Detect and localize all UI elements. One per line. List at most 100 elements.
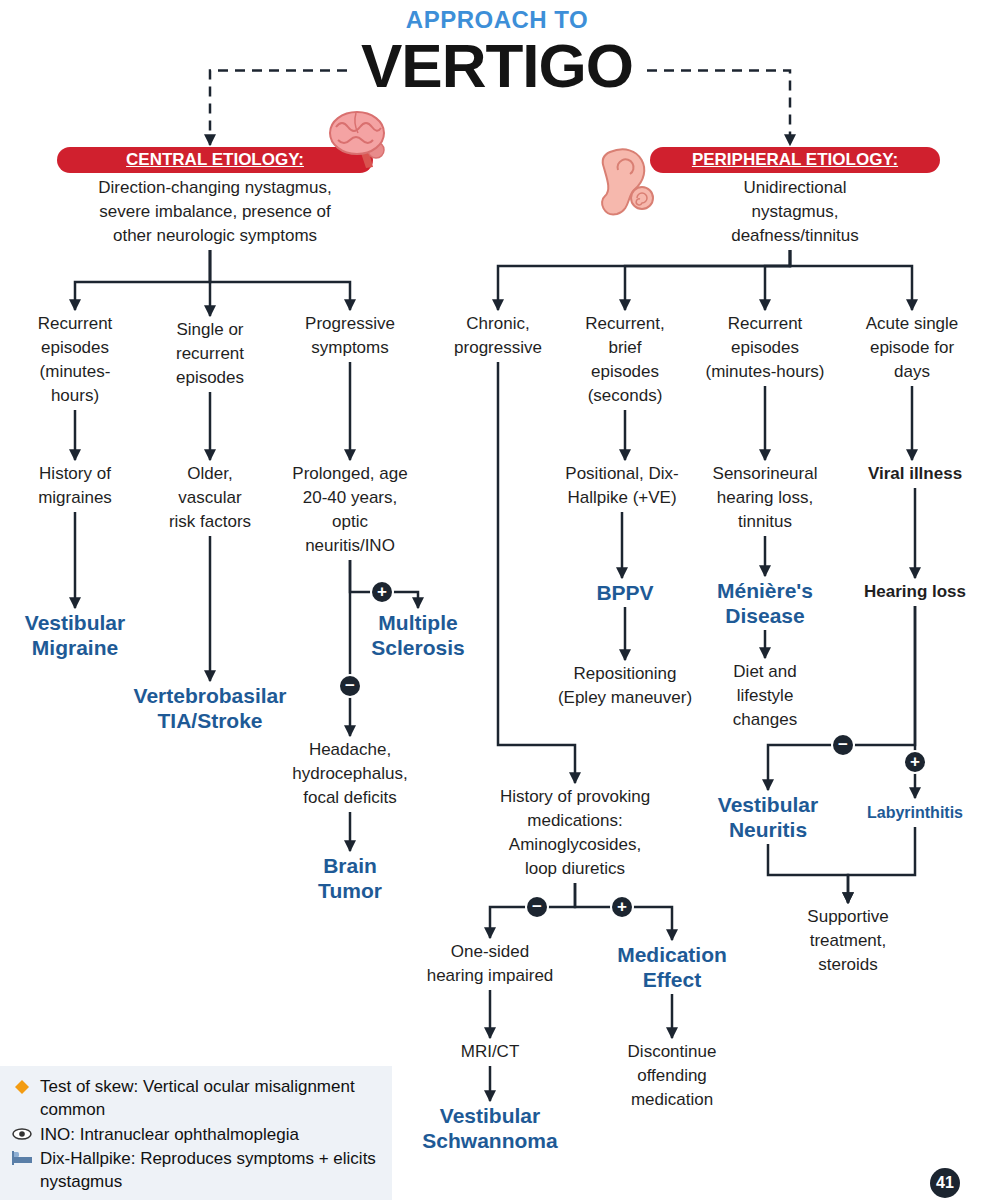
- criteria-text: Headache, hydrocephalus, focal deficits: [285, 738, 415, 810]
- arrow-connector: [768, 844, 848, 903]
- arrow-connector: [349, 812, 352, 851]
- action-node: Repositioning (Epley maneuver): [555, 662, 695, 710]
- criteria-text: Recurrent episodes (minutes-hours): [695, 312, 835, 384]
- key-finding: Hearing loss: [845, 580, 985, 604]
- branch-sign: −: [527, 897, 547, 917]
- branch-sign: −: [340, 676, 360, 696]
- diagnosis-text: Labyrinthitis: [850, 800, 980, 825]
- diagnosis-node: Vestibular Neuritis: [703, 792, 833, 842]
- action-node: Supportive treatment, steroids: [783, 905, 913, 977]
- arrow-connector: [914, 488, 917, 578]
- diagnosis-node: Vertebrobasilar TIA/Stroke: [110, 683, 310, 733]
- criteria-node: History of migraines: [15, 462, 135, 510]
- title-node: APPROACH TOVERTIGO: [347, 6, 647, 98]
- arrow-connector: [349, 560, 352, 736]
- arrow-connector: [210, 250, 350, 310]
- diagnosis-node: Vestibular Schwannoma: [415, 1103, 565, 1153]
- criteria-text: Older, vascular risk factors: [165, 462, 255, 534]
- criteria-text: Progressive symptoms: [290, 312, 410, 360]
- criteria-node: Prolonged, age 20-40 years, optic neurit…: [288, 462, 413, 558]
- diagnosis-node: BPPV: [565, 580, 685, 605]
- criteria-text: Single or recurrent episodes: [158, 318, 263, 390]
- bed-post: [12, 1151, 14, 1165]
- arrow-connector: [489, 1066, 492, 1101]
- criteria-node: Headache, hydrocephalus, focal deficits: [285, 738, 415, 810]
- etiology-band: CENTRAL ETIOLOGY: Direction-changing nyst…: [57, 147, 373, 248]
- diagnosis-text: Ménière's Disease: [700, 578, 830, 628]
- arrow-connector: [75, 250, 210, 310]
- arrow-connector: [790, 250, 912, 310]
- arrow-connector: [498, 362, 575, 783]
- action-node: Discontinue offending medication: [617, 1040, 727, 1112]
- diagnosis-text: Brain Tumor: [295, 853, 405, 903]
- arrow-connector: [647, 70, 790, 145]
- ear-illustration: [602, 149, 653, 214]
- arrow-connector: [624, 410, 627, 460]
- arrow-connector: [209, 250, 212, 316]
- arrow-connector: [209, 536, 212, 681]
- diagnosis-node: Ménière's Disease: [700, 578, 830, 628]
- branch-sign: −: [833, 735, 853, 755]
- criteria-node: Older, vascular risk factors: [165, 462, 255, 534]
- note-text: Dix-Hallpike: Reproduces symptoms + elic…: [40, 1147, 385, 1193]
- criteria-text: Prolonged, age 20-40 years, optic neurit…: [288, 462, 413, 558]
- criteria-node: Recurrent, brief episodes (seconds): [573, 312, 678, 408]
- branch-sign: +: [612, 897, 632, 917]
- arrow-connector: [765, 250, 790, 310]
- note-text: INO: Intranuclear ophthalmoplegia: [40, 1123, 385, 1146]
- diagnosis-text: Multiple Sclerosis: [358, 610, 478, 660]
- criteria-text: History of migraines: [15, 462, 135, 510]
- eye-pupil: [19, 1131, 25, 1137]
- diagnosis-text: BPPV: [565, 580, 685, 605]
- criteria-node: One-sided hearing impaired: [424, 940, 557, 988]
- band-body: Direction-changing nystagmus, severe imb…: [85, 176, 345, 248]
- branch-sign: +: [372, 582, 392, 602]
- page-badge: [930, 1168, 960, 1198]
- arrow-connector: [498, 250, 790, 310]
- arrow-connector: [209, 392, 212, 460]
- eye-icon: [13, 1129, 31, 1139]
- criteria-text: Chronic, progressive: [443, 312, 553, 360]
- page-number: 41: [930, 1171, 960, 1195]
- diagnosis-node: Vestibular Migraine: [5, 610, 145, 660]
- criteria-text: Acute single episode for days: [852, 312, 972, 384]
- criteria-text: Positional, Dix-Hallpike (+VE): [547, 462, 697, 510]
- key-finding: Viral illness: [850, 462, 980, 486]
- criteria-node: Positional, Dix-Hallpike (+VE): [547, 462, 697, 510]
- arrow-connector: [74, 512, 77, 608]
- title-word: VERTIGO: [347, 34, 647, 98]
- arrow-connector: [621, 512, 624, 578]
- diagnosis-text: Vestibular Migraine: [5, 610, 145, 660]
- arrow-connector: [575, 883, 672, 940]
- arrow-connector: [764, 386, 767, 460]
- criteria-node: Acute single episode for days: [852, 312, 972, 384]
- title-kicker: APPROACH TO: [347, 6, 647, 34]
- criteria-node: Single or recurrent episodes: [158, 318, 263, 390]
- arrow-connector: [624, 607, 627, 660]
- arrow-connector: [911, 386, 914, 460]
- arrow-connector: [764, 630, 767, 658]
- criteria-node: Progressive symptoms: [290, 312, 410, 360]
- arrow-connector: [210, 70, 347, 145]
- diagnosis-text: Vestibular Neuritis: [703, 792, 833, 842]
- diagnosis-node: Medication Effect: [607, 942, 737, 992]
- diagnosis-node: Multiple Sclerosis: [358, 610, 478, 660]
- arrow-connector: [350, 560, 418, 608]
- band-body: Unidirectional nystagmus, deafness/tinni…: [703, 176, 888, 248]
- criteria-node: Viral illness: [850, 462, 980, 486]
- diagnosis-text: Vestibular Schwannoma: [415, 1103, 565, 1153]
- arrow-connector: [74, 410, 77, 460]
- etiology-band: PERIPHERAL ETIOLOGY: Unidirectional nysta…: [650, 147, 940, 248]
- arrow-connector: [764, 536, 767, 576]
- band-heading: PERIPHERAL ETIOLOGY:: [650, 147, 940, 173]
- criteria-text: One-sided hearing impaired: [424, 940, 557, 988]
- criteria-node: Chronic, progressive: [443, 312, 553, 360]
- bed-icon: [12, 1157, 32, 1163]
- criteria-text: Diet and lifestyle changes: [723, 660, 808, 732]
- criteria-text: MRI/CT: [440, 1040, 540, 1064]
- arrow-connector: [349, 362, 352, 460]
- band-heading: CENTRAL ETIOLOGY:: [57, 147, 373, 173]
- action-node: MRI/CT: [440, 1040, 540, 1064]
- criteria-node: Recurrent episodes (minutes-hours): [695, 312, 835, 384]
